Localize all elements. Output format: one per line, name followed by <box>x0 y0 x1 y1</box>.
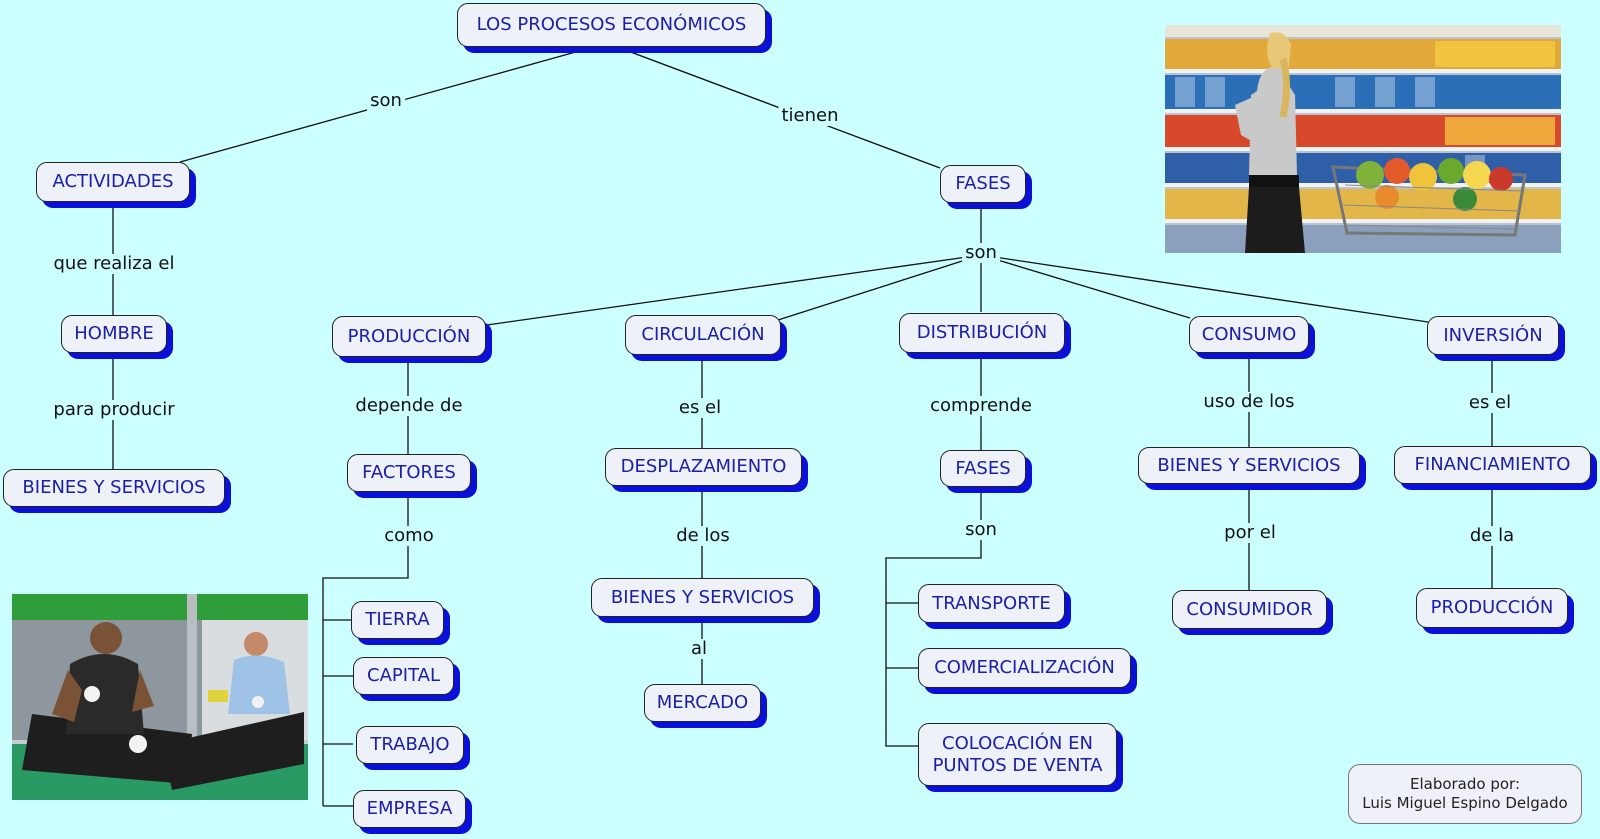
link-label-comprende: comprende <box>927 396 1035 416</box>
concept-comercializacion[interactable]: COMERCIALIZACIÓN <box>918 648 1131 688</box>
link-label-son-fases: son <box>962 243 1000 263</box>
concept-produccion[interactable]: PRODUCCIÓN <box>332 316 486 357</box>
credit-line-1: Elaborado por: <box>1409 775 1521 793</box>
concept-produccion-inversion[interactable]: PRODUCCIÓN <box>1416 588 1568 628</box>
link-label-de-los: de los <box>673 526 733 546</box>
link-label-son: son <box>367 91 405 111</box>
concept-transporte[interactable]: TRANSPORTE <box>918 584 1065 623</box>
link-label-de-la: de la <box>1466 526 1518 546</box>
concept-colocacion[interactable]: COLOCACIÓN EN PUNTOS DE VENTA <box>918 723 1117 786</box>
concept-tierra[interactable]: TIERRA <box>351 601 444 639</box>
link-label-depende-de: depende de <box>352 396 466 416</box>
link-label-como: como <box>381 526 437 546</box>
concept-factores[interactable]: FACTORES <box>347 454 471 492</box>
concept-empresa[interactable]: EMPRESA <box>353 790 466 828</box>
concept-bienes-servicios-hombre[interactable]: BIENES Y SERVICIOS <box>3 469 225 507</box>
concept-financiamiento[interactable]: FINANCIAMIENTO <box>1394 446 1591 484</box>
concept-fases[interactable]: FASES <box>940 165 1026 203</box>
concept-consumidor[interactable]: CONSUMIDOR <box>1172 590 1327 629</box>
supermarket-photo <box>1165 25 1561 253</box>
link-label-es-el-circulacion: es el <box>675 398 725 418</box>
concept-distribucion[interactable]: DISTRIBUCIÓN <box>899 313 1065 353</box>
link-label-son-distribucion: son <box>962 520 1000 540</box>
link-label-para-producir: para producir <box>50 400 178 420</box>
concept-trabajo[interactable]: TRABAJO <box>356 726 464 764</box>
concept-actividades[interactable]: ACTIVIDADES <box>36 162 190 202</box>
link-label-es-el-inversion: es el <box>1465 393 1515 413</box>
link-label-al: al <box>687 639 711 659</box>
concept-hombre[interactable]: HOMBRE <box>61 315 167 353</box>
link-label-tienen: tienen <box>778 106 842 126</box>
concept-capital[interactable]: CAPITAL <box>353 657 454 695</box>
credit-line-2: Luis Miguel Espino Delgado <box>1362 794 1568 812</box>
author-credit: Elaborado por: Luis Miguel Espino Delgad… <box>1348 764 1582 824</box>
concept-inversion[interactable]: INVERSIÓN <box>1427 316 1559 355</box>
factory-photo <box>12 594 308 800</box>
link-label-por-el: por el <box>1221 523 1279 543</box>
concept-fases-distribucion[interactable]: FASES <box>940 450 1026 487</box>
link-label-uso-de-los: uso de los <box>1200 392 1298 412</box>
concept-consumo[interactable]: CONSUMO <box>1189 316 1309 353</box>
concept-desplazamiento[interactable]: DESPLAZAMIENTO <box>605 448 802 486</box>
concept-bienes-servicios-circulacion[interactable]: BIENES Y SERVICIOS <box>591 578 814 617</box>
link-label-que-realiza-el: que realiza el <box>50 254 178 274</box>
concept-mercado[interactable]: MERCADO <box>644 684 761 722</box>
concept-bienes-servicios-consumo[interactable]: BIENES Y SERVICIOS <box>1138 447 1360 484</box>
concept-title[interactable]: LOS PROCESOS ECONÓMICOS <box>457 3 766 47</box>
concept-circulacion[interactable]: CIRCULACIÓN <box>625 315 781 355</box>
